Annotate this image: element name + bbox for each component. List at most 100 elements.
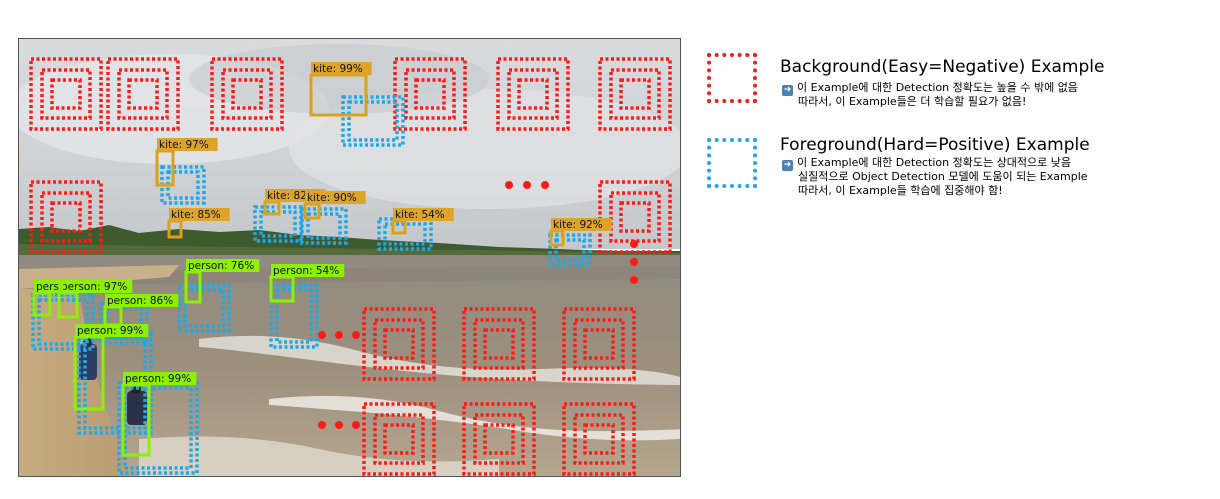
foreground-anchor-box <box>105 306 143 340</box>
right-arrow-icon: ➜ <box>782 160 793 171</box>
ellipsis-dot <box>352 331 360 339</box>
detection-label-bg <box>75 324 149 337</box>
ellipsis-dot <box>318 421 326 429</box>
background-legend-swatch <box>707 53 757 103</box>
background-anchor-box <box>496 57 570 131</box>
detection-label-bg <box>311 62 372 75</box>
background-anchor-box <box>117 68 169 120</box>
detection-label: kite: 99% <box>313 63 363 75</box>
foreground-legend-line-2: 실질적으로 Object Detection 모델에 도움이 되는 Exampl… <box>798 170 1088 183</box>
background-anchor-box <box>483 328 515 360</box>
ellipsis-dot <box>335 331 343 339</box>
background-anchor-box <box>231 78 263 110</box>
foreground-legend-title: Foreground(Hard=Positive) Example <box>780 135 1090 155</box>
background-anchor-box <box>598 57 672 131</box>
detection-label: person: 99% <box>77 325 143 337</box>
foreground-anchor-box <box>554 238 586 262</box>
detection-label: kite: 97% <box>159 139 209 151</box>
detection-label-bg <box>393 208 454 221</box>
detection-label: person: 86% <box>107 295 173 307</box>
foreground-legend-line-3: 따라서, 이 Example들 학습에 집중해야 함! <box>798 184 1003 197</box>
background-anchor-box <box>50 78 82 110</box>
background-legend-title: Background(Easy=Negative) Example <box>780 57 1105 77</box>
foreground-anchor-box <box>548 233 592 267</box>
detection-label-bg <box>551 218 612 231</box>
background-anchor-box <box>40 191 92 243</box>
foreground-legend-text-1: 이 Example에 대한 Detection 정확도는 상대적으로 낮음 <box>797 156 1071 169</box>
foreground-anchor-box <box>377 217 433 251</box>
detection-label: person: 76% <box>188 260 254 272</box>
detection-label: kite: 92% <box>553 219 603 231</box>
detection-label: person: 99% <box>125 373 191 385</box>
background-anchor-box <box>562 402 636 476</box>
foreground-anchor-box <box>177 283 231 333</box>
right-arrow-icon: ➜ <box>782 85 793 96</box>
detection-label: kite: 85% <box>171 209 221 221</box>
foreground-legend-line-1: ➜ 이 Example에 대한 Detection 정확도는 상대적으로 낮음 <box>782 156 1071 171</box>
background-anchor-box <box>609 68 661 120</box>
background-anchor-box <box>473 413 525 465</box>
background-anchor-box <box>573 318 625 370</box>
background-anchor-box <box>362 402 436 476</box>
background-anchor-box <box>462 402 536 476</box>
foreground-anchor-box <box>300 207 348 245</box>
detection-label-bg <box>34 280 64 293</box>
background-anchor-box <box>373 318 425 370</box>
background-anchor-box <box>562 307 636 381</box>
background-anchor-box <box>462 307 536 381</box>
background-anchor-box <box>619 201 651 233</box>
foreground-anchor-box <box>123 386 193 470</box>
detection-label: kite: 54% <box>395 209 445 221</box>
background-anchor-box <box>609 191 661 243</box>
beach-scene: kite: 99% kite: 97% kite: 85% kite: 82% kite… <box>19 39 680 476</box>
ellipsis-dot <box>630 258 638 266</box>
detection-label-bg <box>186 259 260 272</box>
foreground-anchor-box <box>31 293 95 351</box>
foreground-anchor-box <box>341 95 405 147</box>
background-anchor-box <box>473 318 525 370</box>
background-anchor-box <box>598 180 672 254</box>
background-anchor-box <box>362 307 436 381</box>
background-anchor-box <box>383 423 415 455</box>
background-anchor-box <box>127 78 159 110</box>
background-anchor-box <box>29 57 103 131</box>
detection-figure: kite: 99% kite: 97% kite: 85% kite: 82% kite… <box>18 38 681 477</box>
ellipsis-dot <box>318 331 326 339</box>
ellipsis-dot <box>541 181 549 189</box>
background-legend-line-1: ➜ 이 Example에 대한 Detection 정확도는 높을 수 밖에 없음 <box>782 81 1078 96</box>
ellipsis-dot <box>352 421 360 429</box>
detection-label-bg <box>157 138 218 151</box>
foreground-anchor-box <box>347 100 399 142</box>
ellipsis-dot <box>630 240 638 248</box>
foreground-anchor-box <box>383 222 427 246</box>
detection-label-bg <box>169 208 230 221</box>
detection-label: pers <box>36 281 59 293</box>
background-anchor-box <box>573 413 625 465</box>
ellipsis-dot <box>335 421 343 429</box>
foreground-anchor-box <box>37 298 89 346</box>
background-anchor-box <box>210 57 284 131</box>
background-anchor-box <box>583 328 615 360</box>
ellipsis-dot <box>523 181 531 189</box>
background-anchor-box <box>507 68 559 120</box>
background-anchor-box <box>393 57 467 131</box>
background-anchor-box <box>583 423 615 455</box>
background-legend-line-2: 따라서, 이 Example들은 더 학습할 필요가 없음! <box>798 95 1027 108</box>
background-anchor-box <box>404 68 456 120</box>
background-anchor-box <box>221 68 273 120</box>
background-anchor-box <box>373 413 425 465</box>
background-legend-text-1: 이 Example에 대한 Detection 정확도는 높을 수 밖에 없음 <box>797 81 1078 94</box>
background-anchor-box <box>50 201 82 233</box>
detection-label: person: 54% <box>273 265 339 277</box>
detection-label-bg <box>123 372 197 385</box>
foreground-legend-swatch <box>707 138 757 188</box>
detection-label-bg <box>271 264 345 277</box>
foreground-anchor-box <box>306 212 342 240</box>
detection-label: person: 97% <box>61 281 127 293</box>
detection-label: kite: 82% <box>267 190 317 202</box>
background-anchor-box <box>619 78 651 110</box>
detection-label-bg <box>59 280 133 293</box>
background-anchor-box <box>106 57 180 131</box>
background-anchor-box <box>29 180 103 254</box>
ellipsis-dot <box>630 276 638 284</box>
